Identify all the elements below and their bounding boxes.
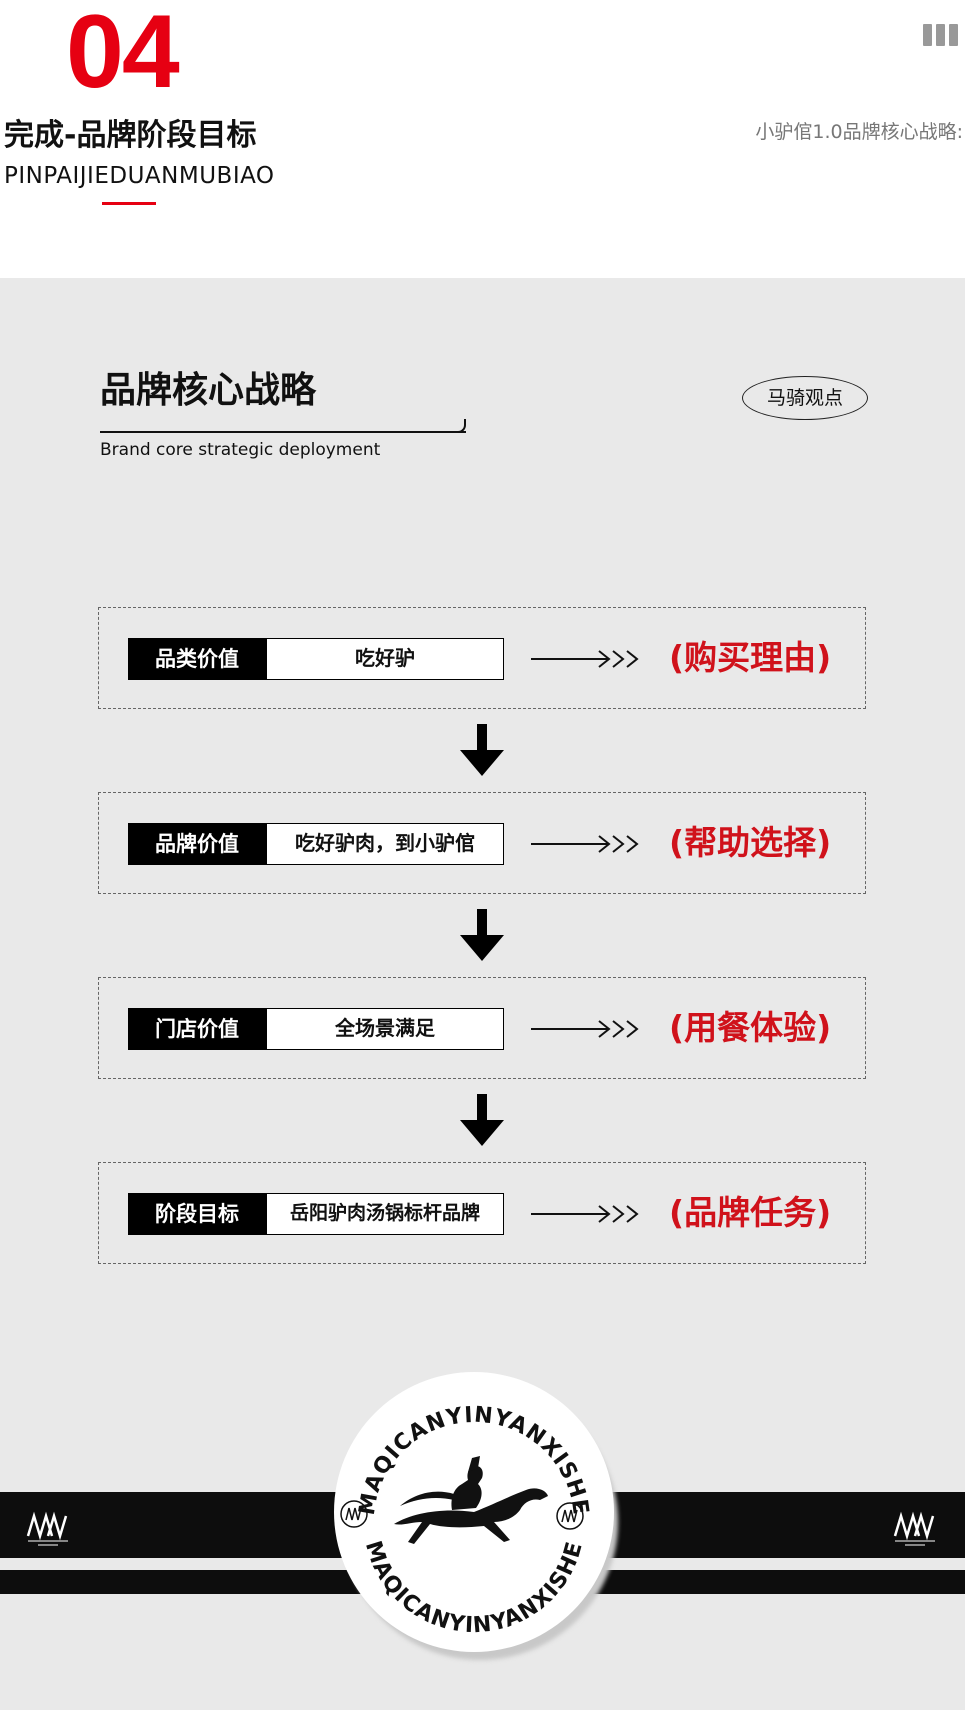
panel-subtitle: Brand core strategic deployment (100, 440, 381, 460)
strategy-step-brand: 品牌价值 吃好驴肉，到小驴倌 (帮助选择) (98, 792, 866, 894)
step-label: 阶段目标 (128, 1193, 266, 1235)
down-arrow-icon (460, 909, 504, 961)
right-arrow-icon (531, 650, 639, 668)
down-arrow-icon (460, 1094, 504, 1146)
strategy-step-store: 门店价值 全场景满足 (用餐体验) (98, 977, 866, 1079)
strategy-panel: 品牌核心战略 Brand core strategic deployment 马… (0, 278, 965, 1710)
viewpoint-badge: 马骑观点 (742, 376, 868, 420)
step-value: 吃好驴 (266, 638, 504, 680)
step-outcome: (品牌任务) (669, 1193, 832, 1232)
horse-rider-icon (394, 1456, 548, 1544)
panel-title: 品牌核心战略 (100, 370, 317, 411)
step-value: 全场景满足 (266, 1008, 504, 1050)
brand-mark-icon (893, 1511, 935, 1546)
down-arrow-icon (460, 724, 504, 776)
emblem-side-mark-icon (556, 1502, 584, 1530)
step-outcome: (帮助选择) (669, 823, 832, 862)
emblem-side-mark-icon (340, 1500, 368, 1528)
brand-mark-icon (26, 1511, 68, 1546)
title-underline (102, 202, 156, 205)
section-number: 04 (66, 0, 180, 110)
step-outcome: (购买理由) (669, 638, 832, 677)
step-label: 品类价值 (128, 638, 266, 680)
brand-emblem: MAQICANYINYANXISHE MAQICANYINYANXISHE (334, 1372, 614, 1652)
right-arrow-icon (531, 1205, 639, 1223)
panel-title-underline (100, 431, 466, 433)
section-pinyin: PINPAIJIEDUANMUBIAO (4, 163, 275, 189)
emblem-ring-text-bottom: MAQICANYINYANXISHE (360, 1538, 588, 1638)
step-value: 岳阳驴肉汤锅标杆品牌 (266, 1193, 504, 1235)
strategy-step-category: 品类价值 吃好驴 (购买理由) (98, 607, 866, 709)
right-arrow-icon (531, 835, 639, 853)
step-label: 门店价值 (128, 1008, 266, 1050)
step-label: 品牌价值 (128, 823, 266, 865)
menu-bars-icon[interactable] (923, 24, 963, 46)
panel-title-hook (456, 419, 466, 433)
step-value: 吃好驴肉，到小驴倌 (266, 823, 504, 865)
step-outcome: (用餐体验) (669, 1008, 832, 1047)
page-caption: 小驴倌1.0品牌核心战略: (755, 121, 963, 143)
section-title: 完成-品牌阶段目标 (4, 118, 257, 153)
strategy-step-goal: 阶段目标 岳阳驴肉汤锅标杆品牌 (品牌任务) (98, 1162, 866, 1264)
right-arrow-icon (531, 1020, 639, 1038)
